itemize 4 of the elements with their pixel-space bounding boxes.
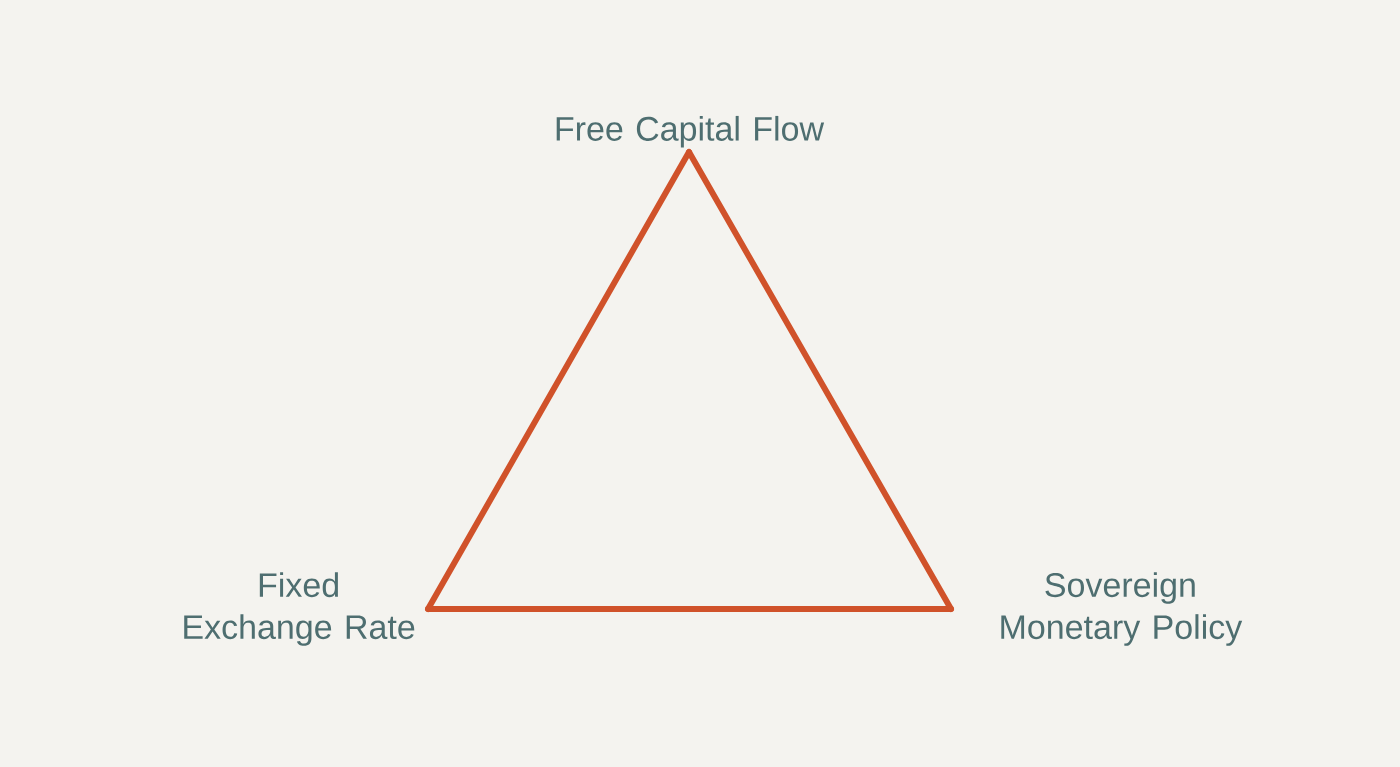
corner-label: Free Capital Flow bbox=[556, 115, 825, 148]
triangle-side bbox=[686, 149, 954, 612]
corner-label: Sovereign Monetary Policy bbox=[1001, 572, 1243, 646]
corner-label: Fixed Exchange Rate bbox=[184, 572, 415, 646]
